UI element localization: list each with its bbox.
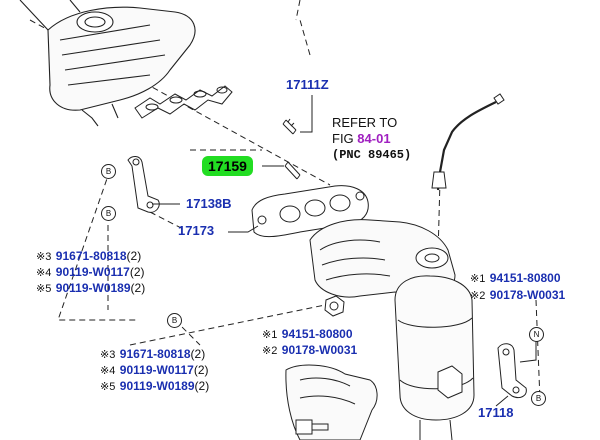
oxygen-sensor [431, 93, 505, 191]
reference-note: REFER TO FIG 84-01 (PNC 89465) [332, 116, 411, 161]
line-work [19, 0, 541, 440]
list-item: ※3 91671-80818(2) [36, 249, 142, 263]
figure-reference[interactable]: FIG 84-01 [332, 132, 411, 145]
intake-manifold [19, 0, 196, 127]
list-item: ※2 90178-W0031 [470, 288, 566, 302]
stud-17159 [284, 161, 301, 180]
list-item: ※3 91671-80818(2) [100, 347, 206, 361]
part-number-link[interactable]: 90119-W0117 [119, 363, 194, 377]
pnc-reference: (PNC 89465) [332, 148, 412, 162]
list-item: ※1 94151-80800 [262, 327, 353, 341]
marker-b-1: B [101, 164, 116, 179]
bolt [295, 419, 329, 435]
part-number-link[interactable]: 94151-80800 [281, 327, 353, 341]
part-number-link[interactable]: 94151-80800 [489, 271, 561, 285]
marker-b-4: B [531, 391, 546, 406]
parts-list-right: ※1 94151-80800 ※2 90178-W0031 [470, 270, 565, 304]
part-number-link[interactable]: 90119-W0189 [55, 281, 131, 295]
list-item: ※5 90119-W0189(2) [36, 281, 146, 295]
list-item: ※4 90119-W0117(2) [100, 363, 209, 377]
callout-17159-highlighted[interactable]: 17159 [202, 156, 253, 176]
part-number-link[interactable]: 90178-W0031 [489, 288, 566, 302]
intake-gasket [134, 85, 233, 119]
part-number-link[interactable]: 90119-W0117 [55, 265, 130, 279]
list-item: ※2 90178-W0031 [262, 343, 358, 357]
leader-lines [152, 95, 537, 407]
list-item: ※5 90119-W0189(2) [100, 379, 210, 393]
fig-number-link[interactable]: 84-01 [357, 131, 391, 146]
parts-list-center: ※1 94151-80800 ※2 90178-W0031 [262, 326, 357, 358]
fig-prefix: FIG [332, 131, 354, 146]
part-number-link[interactable]: 90119-W0189 [119, 379, 195, 393]
part-number-link[interactable]: 91671-80818 [55, 249, 127, 263]
stud-17111z [282, 118, 297, 135]
refer-to-text: REFER TO [332, 115, 398, 130]
marker-b-3: B [167, 313, 182, 328]
list-item: ※1 94151-80800 [470, 271, 561, 285]
catalytic-converter [394, 275, 475, 440]
bracket-17118 [497, 343, 527, 399]
callout-17138b[interactable]: 17138B [186, 196, 232, 211]
callout-17118[interactable]: 17118 [478, 405, 514, 420]
marker-b-2: B [101, 206, 116, 221]
part-number-link[interactable]: 91671-80818 [119, 347, 191, 361]
callout-17111z[interactable]: 17111Z [286, 77, 329, 92]
list-item: ※4 90119-W0117(2) [36, 265, 145, 279]
bracket-17138b [127, 156, 160, 213]
part-number-link[interactable]: 90178-W0031 [281, 343, 358, 357]
nut [324, 295, 345, 317]
marker-n: N [529, 327, 544, 342]
parts-list-left-top: ※3 91671-80818(2) ※4 90119-W0117(2) ※5 9… [36, 248, 145, 296]
callout-17173[interactable]: 17173 [178, 223, 215, 238]
parts-list-left-bottom: ※3 91671-80818(2) ※4 90119-W0117(2) ※5 9… [100, 346, 209, 394]
